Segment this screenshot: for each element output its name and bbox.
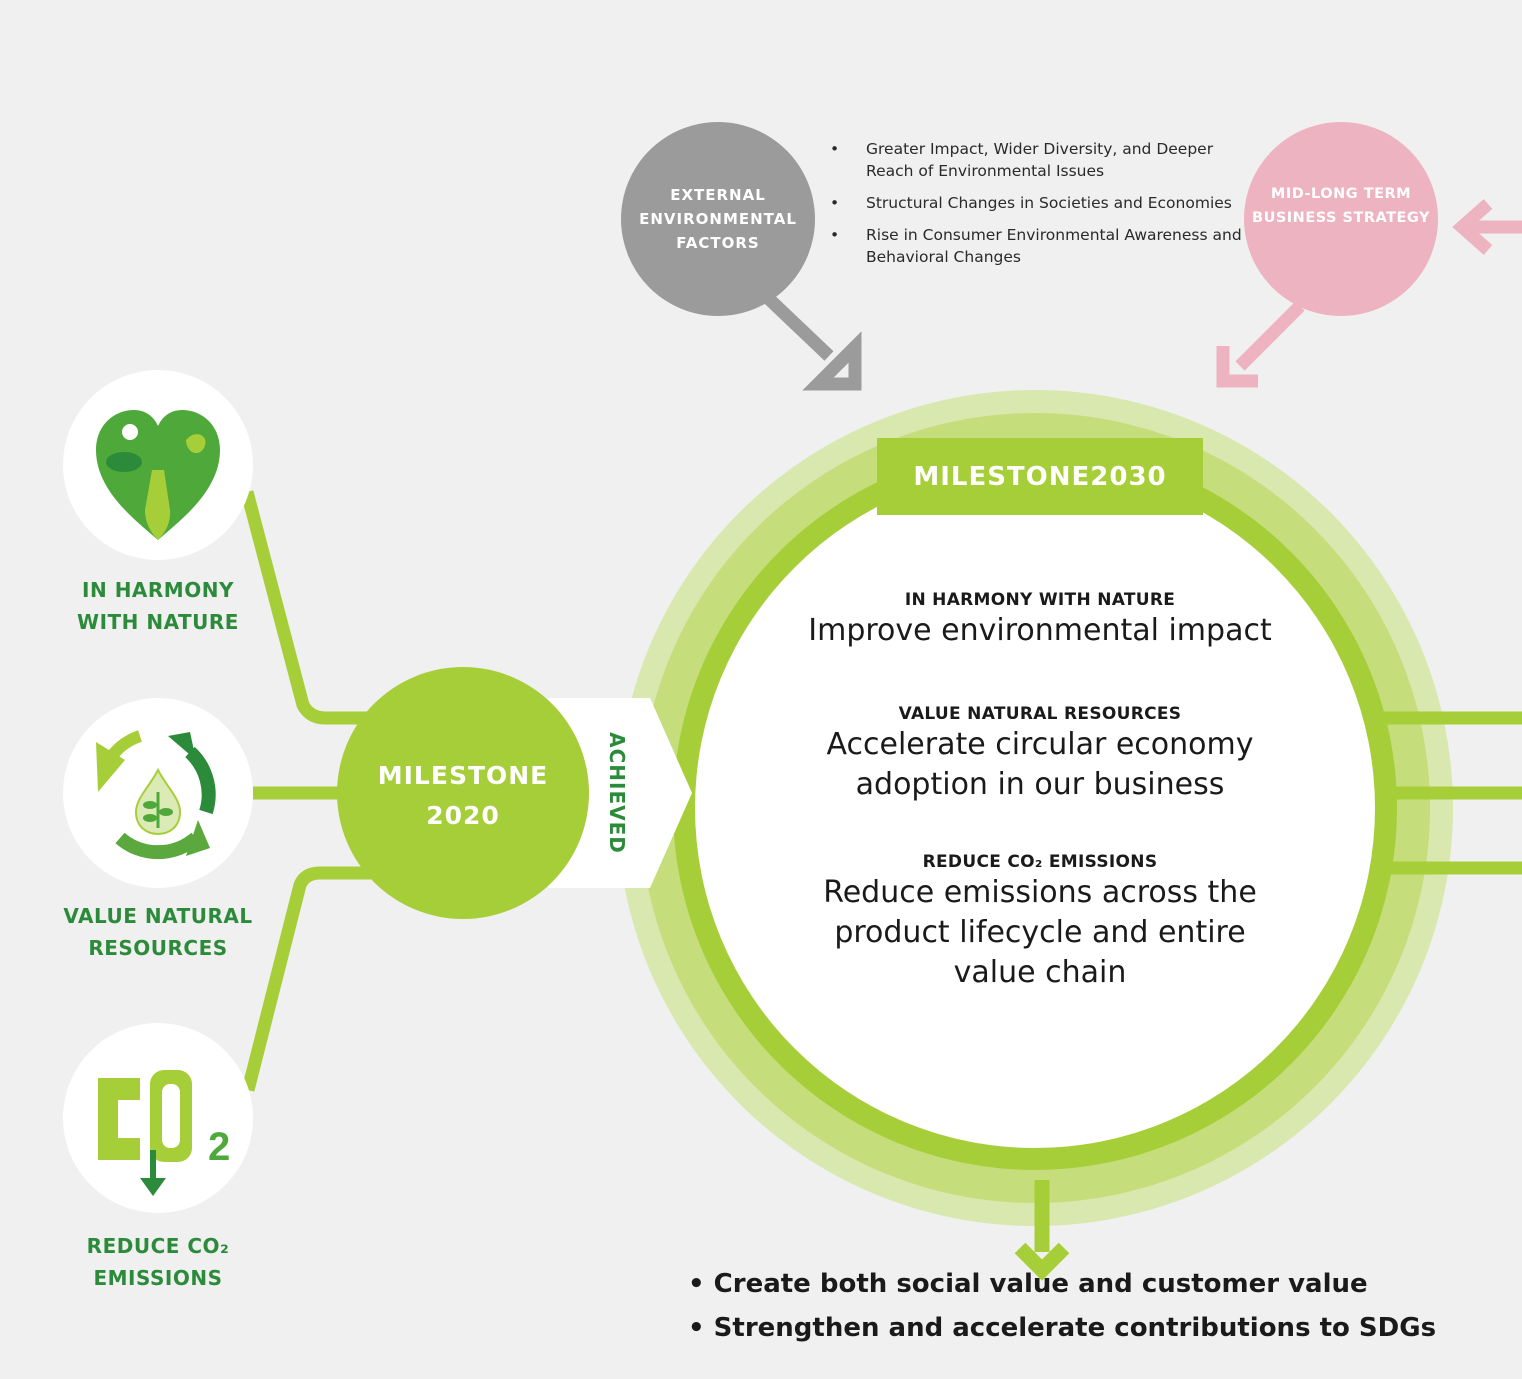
external-factors-label: EXTERNAL ENVIRONMENTAL FACTORS [639,186,797,252]
theme-label-text: VALUE NATURAL RESOURCES [63,904,253,960]
goal-description: Improve environmental impact [808,613,1272,648]
connector-co2 [241,866,380,1092]
theme-label-harmony: IN HARMONY WITH NATURE [28,574,288,638]
theme-label-text: IN HARMONY WITH NATURE [77,578,239,634]
goal-harmony: IN HARMONY WITH NATURE Improve environme… [760,589,1320,651]
ms2030-core [695,468,1375,1148]
external-arrow-head [802,331,862,391]
goal-heading: REDUCE CO₂ EMISSIONS [922,852,1158,872]
outcomes-list: Create both social value and customer va… [688,1262,1436,1350]
external-factor-item: Structural Changes in Societies and Econ… [828,192,1248,214]
external-factor-item: Rise in Consumer Environmental Awareness… [828,224,1248,268]
strategy-arrow-shaft [1235,301,1305,371]
co2-reduce-icon: 2 [98,1070,230,1196]
external-factors-circle [621,122,815,316]
milestone2030-banner: MILESTONE2030 [877,438,1203,515]
goal-description: Reduce emissions across the product life… [823,875,1257,990]
outcome-item: Strengthen and accelerate contributions … [688,1306,1436,1350]
achieved-chevron [548,698,692,888]
svg-text:2: 2 [208,1125,230,1169]
ms2020-circle [337,667,589,919]
outcome-item: Create both social value and customer va… [688,1262,1436,1306]
strategy-arrow-head [1216,346,1258,388]
recycle-drop-icon [96,730,216,860]
heart-nature-icon [96,410,220,540]
theme-label-co2: REDUCE CO₂ EMISSIONS [28,1230,288,1294]
goal-heading: IN HARMONY WITH NATURE [904,590,1176,610]
business-strategy-label: MID-LONG TERM BUSINESS STRATEGY [1252,186,1430,226]
milestone2020-label: MILESTONE 2020 [336,756,590,836]
external-factors-list: Greater Impact, Wider Diversity, and Dee… [828,138,1248,278]
goal-description: Accelerate circular economy adoption in … [826,727,1254,802]
incoming-arrow-head [1452,199,1493,255]
goal-co2: REDUCE CO₂ EMISSIONS Reduce emissions ac… [760,851,1320,993]
connector-harmony [240,490,375,725]
goal-resources: VALUE NATURAL RESOURCES Accelerate circu… [760,703,1320,805]
strategy-circle [1244,122,1438,316]
theme-label-text: REDUCE CO₂ EMISSIONS [86,1234,230,1290]
external-arrow-shaft [763,293,834,361]
theme-label-resources: VALUE NATURAL RESOURCES [28,900,288,964]
milestone2020-text: MILESTONE 2020 [377,761,549,830]
goal-heading: VALUE NATURAL RESOURCES [898,704,1182,724]
external-factor-item: Greater Impact, Wider Diversity, and Dee… [828,138,1248,182]
achieved-label: ACHIEVED [605,732,629,854]
